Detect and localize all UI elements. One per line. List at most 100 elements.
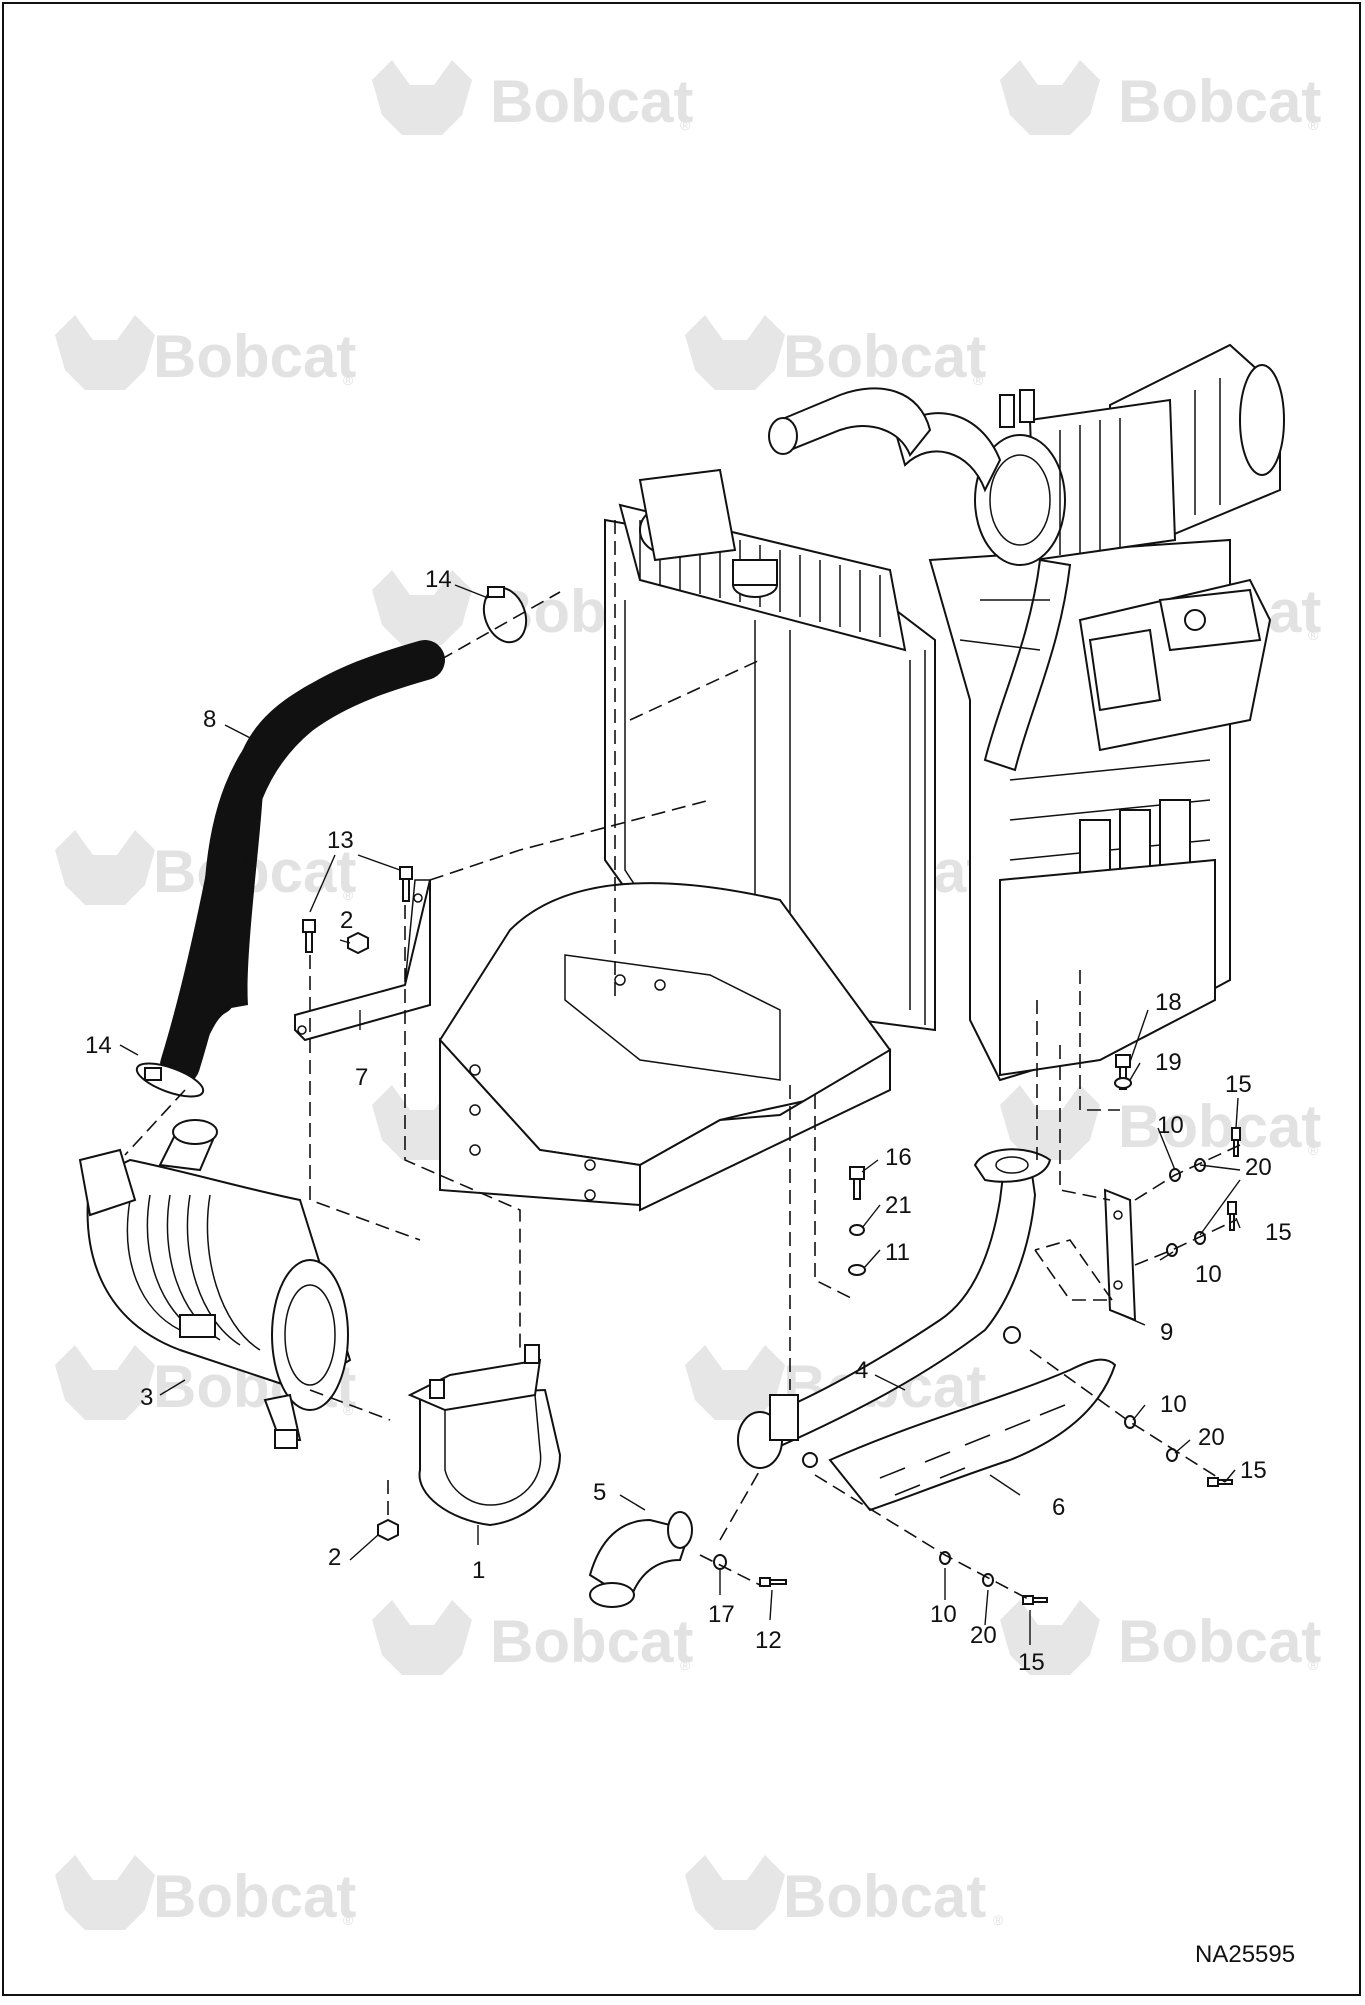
watermark-text: Bobcat — [153, 323, 356, 390]
callout-14-upper: 14 — [425, 566, 452, 593]
washer-10-c — [1124, 1415, 1136, 1429]
callout-1: 1 — [472, 1557, 485, 1584]
nut-2-upper — [347, 931, 369, 955]
callout-13: 13 — [327, 827, 354, 854]
watermark-text: Bobcat — [153, 1863, 356, 1930]
svg-text:®: ® — [1308, 1657, 1319, 1673]
bolt-12 — [759, 1577, 787, 1587]
callout-17: 17 — [708, 1601, 735, 1628]
bolt-13-right — [399, 866, 413, 902]
air-hose-8-upper — [205, 640, 445, 900]
callout-15-c: 15 — [1240, 1457, 1267, 1484]
watermark-text: Bobcat — [1118, 1608, 1321, 1675]
washer-17 — [713, 1554, 727, 1570]
callout-12: 12 — [755, 1627, 782, 1654]
assembly-lines — [124, 520, 1241, 1601]
exhaust-elbow-5 — [588, 1511, 693, 1608]
watermark-10: Bobcat ® — [1000, 1085, 1321, 1160]
base-frame — [438, 882, 892, 1212]
document-number: NA25595 — [1195, 1941, 1295, 1968]
callout-15-bottom: 15 — [1018, 1649, 1045, 1676]
svg-text:®: ® — [343, 1402, 354, 1418]
bobcat-logo-icon — [55, 830, 155, 905]
bobcat-logo-icon — [372, 1600, 472, 1675]
watermark-3: Bobcat ® — [55, 315, 356, 390]
callout-10-a: 10 — [1157, 1112, 1184, 1139]
callout-2-lower: 2 — [328, 1544, 341, 1571]
callout-21: 21 — [885, 1192, 912, 1219]
svg-text:®: ® — [1308, 1142, 1319, 1158]
svg-text:®: ® — [680, 117, 691, 133]
bobcat-logo-icon — [1000, 1085, 1100, 1160]
bobcat-logo-icon — [372, 60, 472, 135]
watermark-14: Bobcat ® — [1000, 1600, 1321, 1675]
watermark-15: Bobcat ® — [55, 1855, 356, 1930]
callout-20-b: 20 — [1198, 1424, 1225, 1451]
callout-5: 5 — [593, 1479, 606, 1506]
callout-6: 6 — [1052, 1494, 1065, 1521]
callout-19: 19 — [1155, 1049, 1182, 1076]
svg-text:®: ® — [343, 1912, 354, 1928]
watermark-text: Bobcat — [1118, 68, 1321, 135]
bobcat-logo-icon — [55, 315, 155, 390]
leader-lines — [119, 584, 1241, 1645]
bobcat-logo-icon — [55, 1345, 155, 1420]
svg-text:®: ® — [680, 1657, 691, 1673]
bobcat-logo-icon — [1000, 60, 1100, 135]
watermark-text: Bobcat — [490, 68, 693, 135]
bobcat-logo-icon — [685, 315, 785, 390]
watermark-text: Bobcat — [490, 1608, 693, 1675]
callout-7: 7 — [355, 1064, 368, 1091]
callout-20-bottom: 20 — [970, 1622, 997, 1649]
callout-8: 8 — [203, 706, 216, 733]
svg-text:®: ® — [1308, 627, 1319, 643]
callout-4: 4 — [855, 1357, 868, 1384]
watermark-text: Bobcat — [783, 323, 986, 390]
watermark-4: Bobcat ® — [685, 315, 986, 390]
svg-text:®: ® — [343, 372, 354, 388]
bolt-16 — [849, 1166, 865, 1200]
svg-text:®: ® — [343, 887, 354, 903]
callout-10-b: 10 — [1195, 1261, 1222, 1288]
band-clamp-bracket-1 — [407, 1344, 562, 1527]
hose-clamp-14-lower — [135, 1062, 205, 1098]
callout-18: 18 — [1155, 989, 1182, 1016]
callout-9: 9 — [1160, 1319, 1173, 1346]
support-bracket-7 — [294, 879, 431, 1042]
callout-2-upper: 2 — [340, 907, 353, 934]
callout-11: 11 — [885, 1239, 910, 1266]
bobcat-logo-icon — [1000, 1600, 1100, 1675]
watermark-text: Bobcat — [1118, 1093, 1321, 1160]
watermark-13: Bobcat ® — [372, 1600, 693, 1675]
callout-20-a: 20 — [1245, 1154, 1272, 1181]
washer-10-b — [1166, 1243, 1178, 1257]
callout-15-b: 15 — [1265, 1219, 1292, 1246]
watermark-16: Bobcat ® — [685, 1855, 1004, 1930]
engine-assembly — [768, 343, 1285, 1082]
callout-15-a: 15 — [1225, 1071, 1252, 1098]
washer-19 — [1114, 1077, 1132, 1089]
svg-text:®: ® — [1308, 117, 1319, 133]
hose-clamp-14-upper — [482, 586, 528, 644]
air-cleaner-3 — [78, 1119, 352, 1449]
callout-16: 16 — [885, 1144, 912, 1171]
bobcat-logo-icon — [685, 1855, 785, 1930]
bolt-15-d — [1022, 1595, 1048, 1605]
bobcat-logo-icon — [685, 1345, 785, 1420]
callouts: 14 8 13 2 14 7 3 2 1 4 5 6 9 17 12 10 20… — [85, 566, 1292, 1676]
exhaust-pipe-4 — [737, 1148, 1052, 1469]
callout-3: 3 — [140, 1384, 153, 1411]
watermark-text: Bobcat — [783, 1863, 986, 1930]
washer-11 — [848, 1264, 866, 1276]
washer-21 — [849, 1224, 865, 1236]
watermark-2: Bobcat ® — [1000, 60, 1321, 135]
bobcat-logo-icon — [55, 1855, 155, 1930]
bobcat-logo-icon — [372, 570, 472, 645]
heat-shield-6 — [828, 1358, 1117, 1512]
svg-text:®: ® — [993, 1912, 1004, 1928]
callout-14-lower: 14 — [85, 1032, 112, 1059]
callout-10-c: 10 — [1160, 1391, 1187, 1418]
